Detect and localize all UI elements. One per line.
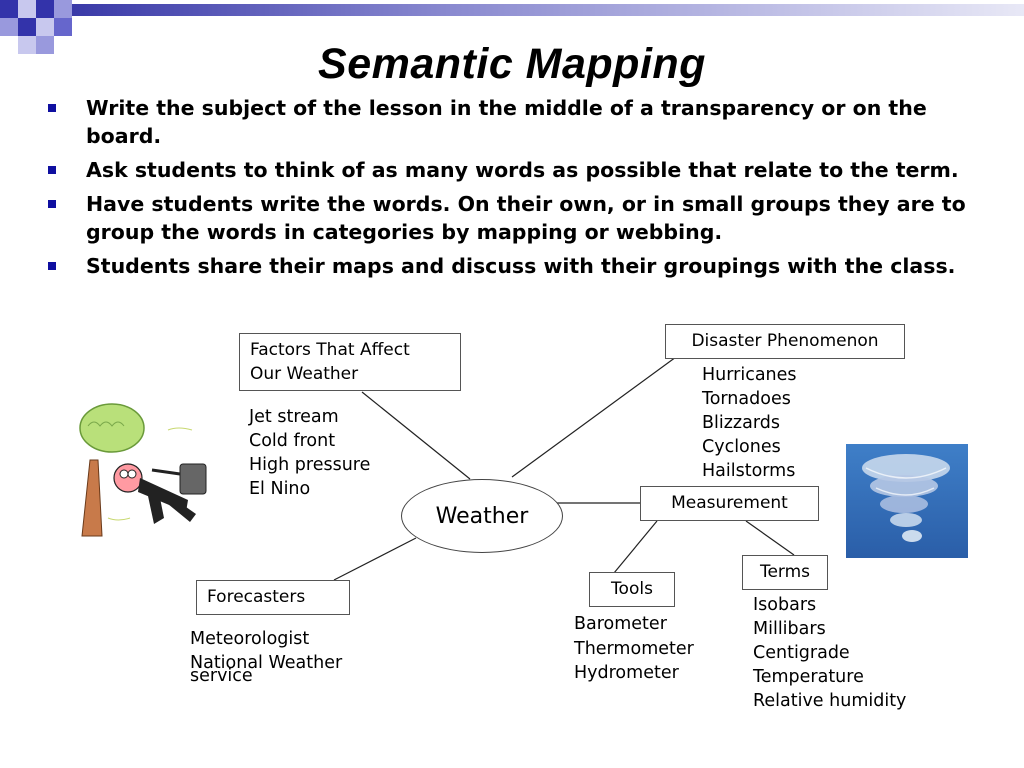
terms-item: Centigrade (753, 643, 850, 663)
disaster-item: Blizzards (702, 413, 780, 433)
disaster-item: Hailstorms (702, 461, 796, 481)
factors-item: El Nino (249, 479, 311, 499)
forecasters-item: National Weather (190, 653, 343, 673)
tools-heading-box: Tools (589, 572, 675, 607)
factors-heading-box: Factors That Affect Our Weather (239, 333, 461, 391)
factors-item: High pressure (249, 455, 371, 475)
square-bullet-icon (48, 166, 56, 174)
disaster-item: Tornadoes (702, 389, 791, 409)
tools-item: Hydrometer (574, 663, 679, 683)
factors-item: Cold front (249, 431, 336, 451)
bullet-item: Students share their maps and discuss wi… (48, 252, 978, 280)
windy-man-clipart-icon (79, 403, 207, 537)
terms-item: Relative humidity (753, 691, 907, 711)
terms-item: Millibars (753, 619, 826, 639)
bullet-item: Have students write the words. On their … (48, 190, 978, 246)
forecasters-heading-box: Forecasters (196, 580, 350, 615)
factors-item: Jet stream (249, 407, 339, 427)
tools-item: Barometer (574, 614, 667, 634)
measurement-heading-box: Measurement (640, 486, 819, 521)
disaster-item: Hurricanes (702, 365, 797, 385)
bullet-item: Write the subject of the lesson in the m… (48, 94, 978, 150)
forecasters-item: Meteorologist (190, 629, 310, 649)
center-node-weather: Weather (401, 479, 563, 553)
terms-item: Temperature (753, 667, 864, 687)
bullet-item: Ask students to think of as many words a… (48, 156, 978, 184)
terms-heading-box: Terms (742, 555, 828, 590)
square-bullet-icon (48, 104, 56, 112)
tools-item: Thermometer (574, 639, 694, 659)
slide-title: Semantic Mapping (318, 40, 706, 88)
square-bullet-icon (48, 200, 56, 208)
bullet-list: Write the subject of the lesson in the m… (48, 94, 978, 286)
forecasters-item: service (190, 666, 253, 686)
terms-item: Isobars (753, 595, 817, 615)
disaster-heading-box: Disaster Phenomenon (665, 324, 905, 359)
disaster-item: Cyclones (702, 437, 781, 457)
tornado-image-icon (846, 444, 968, 558)
square-bullet-icon (48, 262, 56, 270)
